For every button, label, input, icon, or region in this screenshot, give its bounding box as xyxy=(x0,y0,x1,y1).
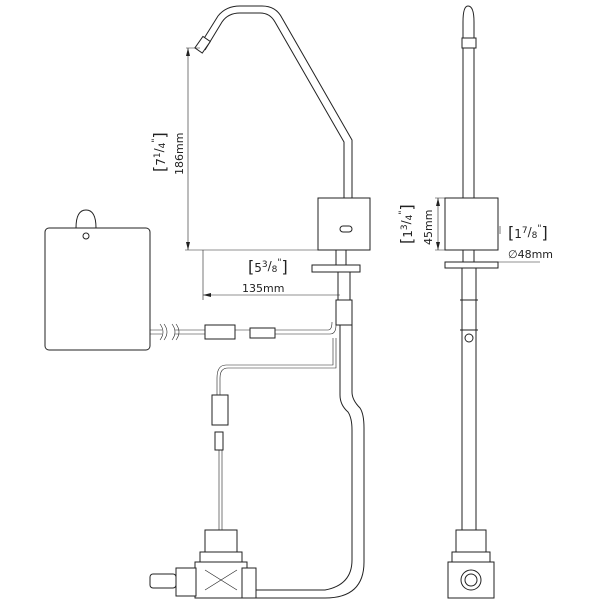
side-view: 45mm [13/4"] [17/8"] ∅48mm xyxy=(397,5,553,599)
body-diameter-inch: [17/8"] xyxy=(508,223,548,242)
spout-height-inch: [71/4"] xyxy=(150,132,169,172)
spout-reach-metric: 135mm xyxy=(242,282,284,295)
valve-wire xyxy=(216,338,337,530)
cable-break xyxy=(159,323,180,341)
sensor-body xyxy=(317,197,371,251)
dimension-lines xyxy=(185,47,340,300)
spout-aerator xyxy=(194,35,211,54)
plug xyxy=(249,327,276,339)
flex-hose xyxy=(255,325,365,599)
spout xyxy=(197,5,353,198)
sensor-window xyxy=(339,225,353,233)
side-dimension-lines xyxy=(435,197,540,263)
body-diameter-metric: ∅48mm xyxy=(508,248,553,261)
diameter-symbol: ∅ xyxy=(508,248,518,261)
connector xyxy=(204,324,236,340)
valve-connector xyxy=(211,394,229,426)
cable xyxy=(150,321,337,335)
diameter-value: 48mm xyxy=(518,248,553,261)
control-box xyxy=(44,209,151,351)
valve-plug xyxy=(214,431,224,451)
body-height-inch: [13/4"] xyxy=(397,204,416,244)
spout-height-metric: 186mm xyxy=(173,133,186,175)
shank xyxy=(335,250,353,326)
solenoid-valve xyxy=(149,529,257,599)
spout-reach-inch: [53/8"] xyxy=(248,257,288,276)
base-plate xyxy=(311,264,361,273)
front-view: 186mm [71/4"] 135mm [53/8"] xyxy=(44,5,371,599)
body-height-metric: 45mm xyxy=(422,210,435,245)
